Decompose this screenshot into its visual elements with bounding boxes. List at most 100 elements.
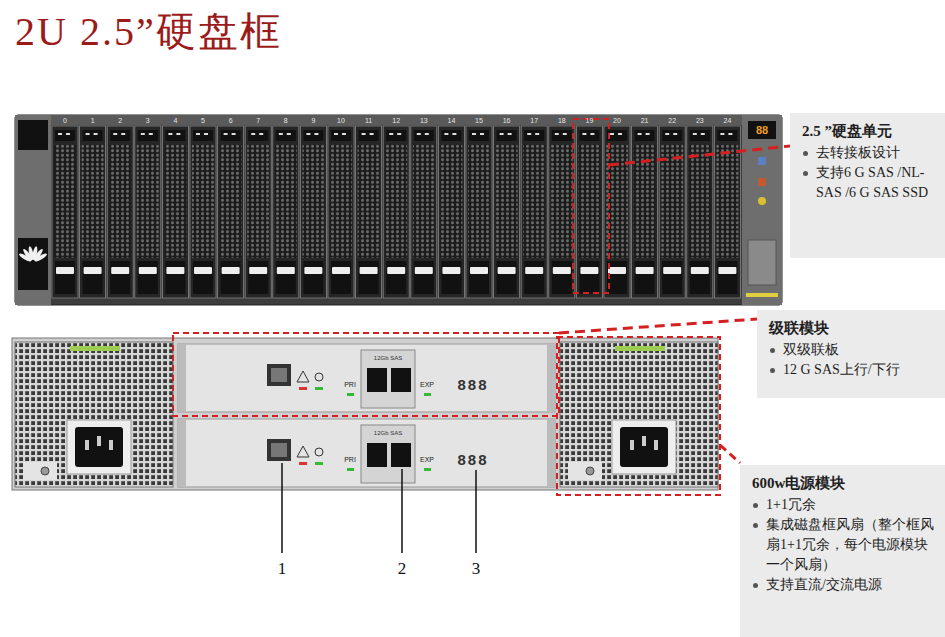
drive-bay [245, 126, 271, 298]
tray-led [397, 133, 401, 135]
module-latch [547, 344, 555, 412]
status-display [748, 121, 776, 139]
tray-top [83, 130, 103, 141]
power-socket [75, 427, 123, 467]
drive-bay [328, 126, 354, 298]
bay-number: 21 [641, 117, 649, 124]
bay-number: 14 [447, 117, 455, 124]
callout-heading: 600w电源模块 [752, 473, 937, 493]
tray-top [662, 130, 682, 141]
socket-frame [67, 420, 131, 474]
rj45-port [267, 364, 291, 386]
tray-led [665, 133, 669, 135]
alarm-led [299, 387, 307, 390]
tray-handle-base [165, 261, 185, 294]
tray-top [110, 130, 130, 141]
display-digits: 88 [756, 125, 768, 136]
tray-led [94, 133, 98, 135]
tray-handle [691, 267, 709, 274]
tray-led [444, 133, 448, 135]
tray-top [414, 130, 434, 141]
exp-led [424, 468, 431, 471]
psu-latch [70, 346, 120, 351]
tray-led [66, 133, 70, 135]
socket-pin [654, 440, 658, 450]
tray-led [508, 133, 512, 135]
drive-tray [356, 126, 382, 298]
socket-pin [642, 436, 646, 446]
mounting-ear [742, 115, 782, 305]
socket-frame [612, 420, 676, 474]
bullet-dot [753, 503, 758, 508]
rj45-port [267, 439, 291, 461]
tray-handle [608, 267, 626, 274]
logo-petal [34, 252, 48, 262]
leader-line [559, 319, 757, 333]
drive-bay [438, 126, 464, 298]
tray-led [728, 133, 732, 135]
tray-handle-base [193, 261, 213, 294]
bay-number: 20 [613, 117, 621, 124]
drive-bay [218, 126, 244, 298]
bay-number: 0 [63, 117, 67, 124]
tray-handle [387, 267, 405, 274]
drive-bay [356, 126, 382, 298]
drive-bay [687, 126, 713, 298]
drive-bay [466, 126, 492, 298]
tray-handle-base [635, 261, 655, 294]
drive-bay [549, 126, 575, 298]
port-label: PRI [344, 381, 356, 388]
tray-mesh [275, 145, 297, 258]
ear-stripe [746, 293, 778, 297]
pri-led [347, 393, 354, 396]
bay-number: 5 [201, 117, 205, 124]
bullet-item: 1+1冗余 [752, 495, 937, 515]
power-icon [315, 373, 323, 381]
tray-led [590, 133, 594, 135]
tray-led [232, 133, 236, 135]
psu-led [586, 467, 594, 475]
tray-top [303, 130, 323, 141]
tray-led [279, 133, 283, 135]
psu-led [41, 467, 49, 475]
tray-handle [470, 267, 488, 274]
drive-bay [383, 126, 409, 298]
tray-led [370, 133, 374, 135]
tray-mesh [661, 145, 683, 258]
front-panel [15, 115, 782, 305]
tray-handle-base [221, 261, 241, 294]
tray-top [331, 130, 351, 141]
tray-top [193, 130, 213, 141]
sas-port-frame [361, 350, 415, 408]
drive-bay [521, 126, 547, 298]
tray-handle-base [303, 261, 323, 294]
psu-label-plate [568, 462, 602, 480]
logo-plate [18, 238, 48, 290]
tray-top [579, 130, 599, 141]
tray-led [121, 133, 125, 135]
tray-mesh [82, 145, 104, 258]
bullet-item: 支持直流/交流电源 [752, 575, 937, 595]
bullet-text: 12 G SAS上行/下行 [783, 362, 900, 377]
tray-led [342, 133, 346, 135]
leader-line [609, 146, 790, 165]
tray-led [204, 133, 208, 135]
tray-mesh [358, 145, 380, 258]
tray-handle-base [386, 261, 406, 294]
callout-number: 3 [472, 560, 481, 577]
module-latch [178, 419, 186, 487]
tray-led [196, 133, 200, 135]
tray-led [673, 133, 677, 135]
rj45-socket [271, 443, 287, 457]
alarm-led [299, 462, 307, 465]
tray-led [582, 133, 586, 135]
bay-number: 15 [475, 117, 483, 124]
tray-mesh [192, 145, 214, 258]
drive-tray [549, 126, 575, 298]
drive-tray [576, 126, 602, 298]
tray-mesh [551, 145, 573, 258]
drive-tray [604, 126, 630, 298]
tray-mesh [689, 145, 711, 258]
pri-led [347, 468, 354, 471]
psu-grille [15, 342, 173, 487]
